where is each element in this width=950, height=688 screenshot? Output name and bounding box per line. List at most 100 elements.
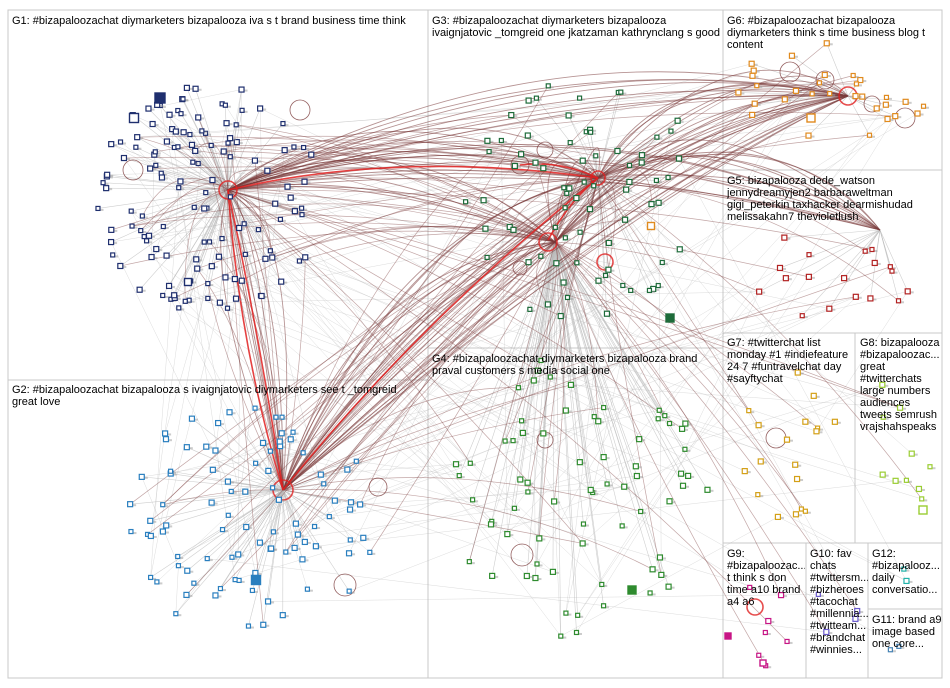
node <box>558 633 564 639</box>
edge <box>658 202 662 575</box>
node <box>317 471 324 478</box>
node <box>517 476 524 483</box>
node <box>242 488 249 495</box>
edge <box>225 105 229 191</box>
node <box>224 478 232 485</box>
node <box>793 475 801 483</box>
edge <box>107 174 229 191</box>
edge <box>486 177 599 258</box>
edge <box>227 463 457 482</box>
node <box>199 128 205 134</box>
edge <box>514 241 556 509</box>
self-loop <box>746 598 764 616</box>
edge <box>282 95 849 491</box>
node <box>236 224 243 232</box>
edge <box>227 95 856 191</box>
edge <box>111 115 896 243</box>
node <box>633 472 640 480</box>
edge <box>282 151 490 491</box>
node <box>619 523 625 529</box>
node <box>823 40 830 47</box>
edge <box>282 384 572 491</box>
edge <box>258 229 593 493</box>
node <box>467 460 473 466</box>
node <box>581 179 587 185</box>
node <box>183 591 190 599</box>
node <box>281 147 288 154</box>
node <box>498 137 504 144</box>
node <box>510 438 516 444</box>
edge <box>570 384 901 408</box>
node <box>153 245 160 253</box>
edge <box>299 233 556 262</box>
node <box>595 277 602 284</box>
node <box>172 128 179 135</box>
edge <box>536 90 797 565</box>
node <box>889 268 895 274</box>
node <box>205 280 211 287</box>
self-loop <box>538 232 558 252</box>
group-label-g4: G4: #bizapaloozachat diymarketers bizapa… <box>432 353 698 377</box>
edge <box>162 189 229 296</box>
node <box>511 162 518 170</box>
edge <box>554 135 809 243</box>
edge <box>843 229 881 279</box>
edge <box>320 140 502 475</box>
edge <box>553 501 562 637</box>
node <box>346 588 352 594</box>
node <box>525 489 531 495</box>
node <box>653 177 660 184</box>
edge <box>169 114 236 580</box>
node <box>873 105 880 112</box>
edge <box>568 115 856 619</box>
edge <box>227 189 302 209</box>
edge <box>597 177 922 500</box>
node <box>252 405 258 411</box>
node <box>117 139 124 145</box>
node <box>301 178 308 185</box>
node <box>788 52 796 59</box>
edge <box>148 108 229 191</box>
node <box>567 139 573 146</box>
node <box>176 305 182 311</box>
edge <box>235 384 883 580</box>
edge <box>262 489 284 625</box>
node <box>621 483 628 490</box>
node <box>852 92 859 100</box>
node <box>191 580 197 586</box>
node <box>892 477 899 484</box>
node <box>177 178 184 185</box>
edge <box>554 241 599 422</box>
edge <box>554 241 638 477</box>
node <box>662 413 668 419</box>
node <box>280 120 286 127</box>
node <box>841 275 848 282</box>
node <box>573 194 580 202</box>
edge <box>282 241 556 491</box>
edge <box>218 256 899 647</box>
node <box>547 374 553 380</box>
node <box>655 199 662 206</box>
node <box>278 430 285 437</box>
node <box>871 259 878 267</box>
edge <box>227 186 556 243</box>
edge <box>550 280 599 378</box>
edge <box>585 166 599 210</box>
group-panel <box>867 608 943 679</box>
edge <box>504 241 556 442</box>
node <box>308 151 315 158</box>
node <box>545 83 551 89</box>
edge <box>180 181 556 243</box>
edge <box>625 189 818 429</box>
node <box>869 246 875 253</box>
node <box>238 86 245 93</box>
node <box>258 292 265 300</box>
node <box>103 185 110 192</box>
node <box>203 443 210 450</box>
edge <box>142 189 229 217</box>
edge <box>554 241 660 411</box>
edge <box>160 105 256 574</box>
node <box>904 288 911 295</box>
node <box>595 418 602 425</box>
node <box>224 305 231 311</box>
